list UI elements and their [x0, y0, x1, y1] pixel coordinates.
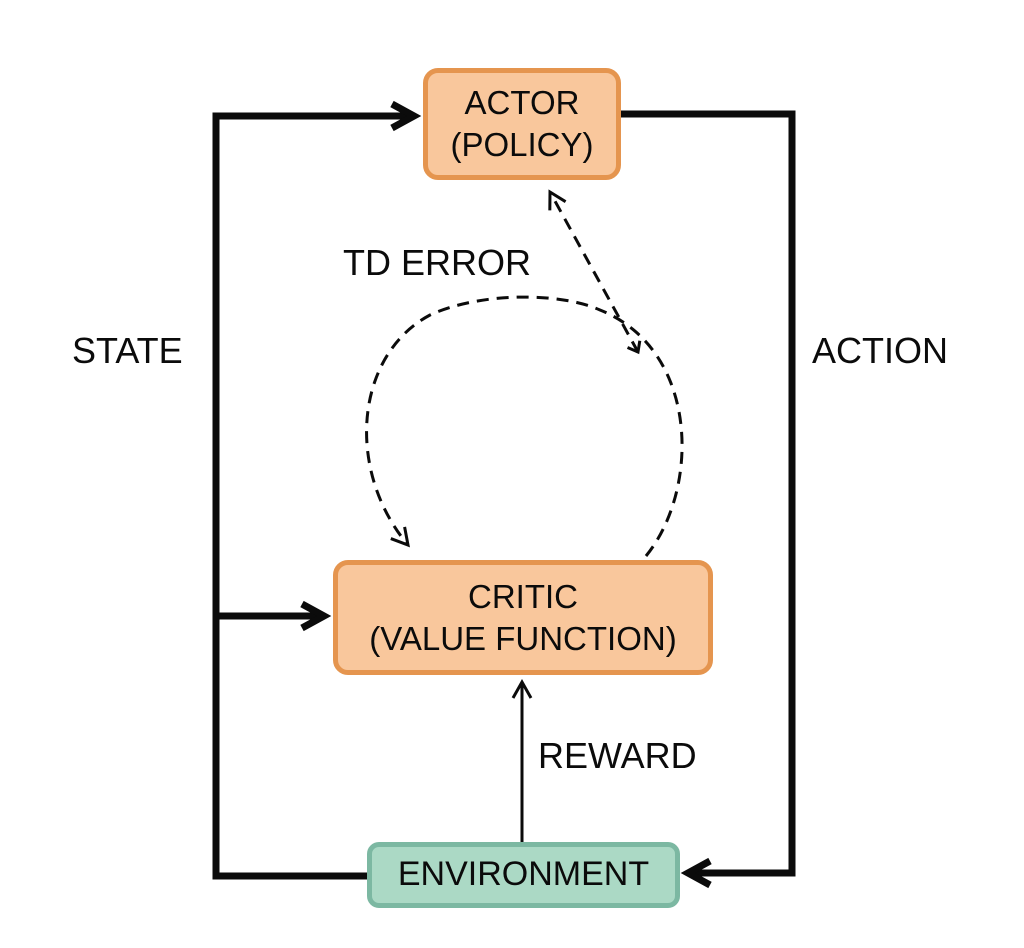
actor-label-line2: (POLICY): [450, 126, 594, 163]
td-error-loop-arrow: [365, 295, 684, 557]
state-arrow: [212, 100, 422, 880]
actor-node: ACTOR (POLICY): [423, 68, 621, 180]
critic-node: CRITIC (VALUE FUNCTION): [333, 560, 713, 675]
state-edge-label: STATE: [72, 330, 183, 371]
environment-label: ENVIRONMENT: [397, 855, 650, 894]
action-arrow: [621, 110, 796, 889]
critic-label-line1: CRITIC: [468, 577, 578, 615]
td-error-edge-label: TD ERROR: [343, 242, 531, 283]
action-edge-label: ACTION: [812, 330, 949, 371]
reward-edge-label: REWARD: [538, 735, 697, 776]
actor-label-line1: ACTOR: [464, 84, 580, 122]
environment-node: ENVIRONMENT: [367, 842, 680, 908]
critic-label-line2: (VALUE FUNCTION): [369, 619, 677, 657]
td-error-to-actor-arrow: [548, 189, 642, 355]
